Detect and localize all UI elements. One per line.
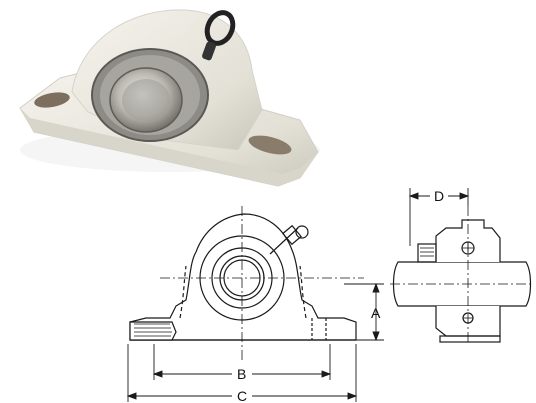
dimension-label-a: A [371,305,381,321]
dimension-label-d: D [434,188,444,204]
front-grease-fitting-icon [269,224,309,255]
dimension-label-b: B [237,366,246,382]
dimension-lines [126,188,470,402]
front-view-drawing [129,206,364,360]
dimension-label-c: C [237,388,247,403]
photo-mounting-slot-left [34,92,70,108]
bearing-photo [19,9,320,187]
photo-mounting-slot-right [248,135,292,155]
side-view-drawing [390,206,532,344]
front-base-outline [129,213,357,341]
photo-grease-fitting-icon [202,10,236,61]
